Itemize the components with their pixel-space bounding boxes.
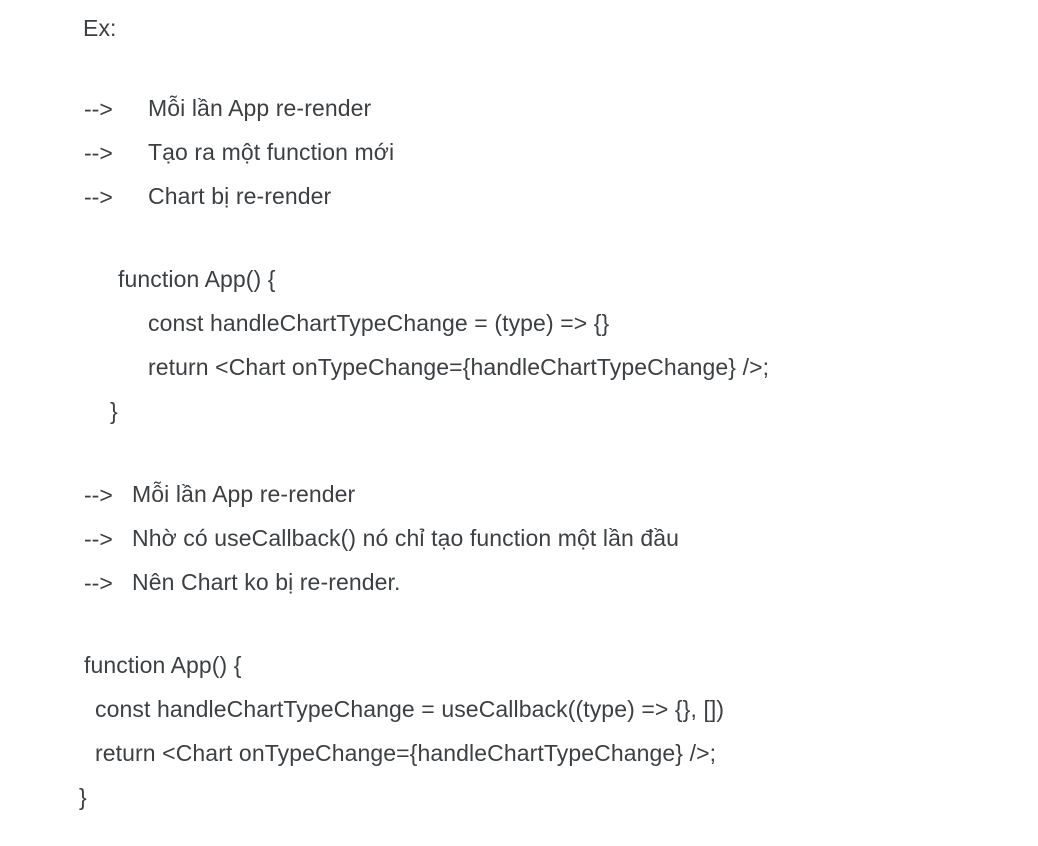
code-line-2-2: const handleChartTypeChange = useCallbac… (95, 696, 725, 722)
bullet-marker-2-2: --> (84, 526, 113, 552)
code-line-1-1: function App() { (118, 266, 276, 292)
code-line-2-4: } (79, 784, 87, 810)
bullet-marker-2-1: --> (84, 482, 113, 508)
code-line-2-3: return <Chart onTypeChange={handleChartT… (95, 740, 717, 766)
bullet-marker-1-2: --> (84, 140, 113, 166)
bullet-marker-2-3: --> (84, 570, 113, 596)
bullet-text-1-2: Tạo ra một function mới (148, 139, 395, 165)
code-line-1-4: } (110, 398, 118, 424)
bullet-text-2-2: Nhờ có useCallback() nó chỉ tạo function… (132, 525, 680, 551)
bullet-marker-1-3: --> (84, 184, 113, 210)
bullet-text-1-3: Chart bị re-render (148, 183, 332, 209)
bullet-text-2-1: Mỗi lần App re-render (132, 481, 356, 507)
bullet-text-2-3: Nên Chart ko bị re-render. (132, 569, 401, 595)
code-line-2-1: function App() { (84, 652, 242, 678)
code-line-1-3: return <Chart onTypeChange={handleChartT… (148, 354, 770, 380)
page-title: Ex: (83, 15, 117, 41)
bullet-text-1-1: Mỗi lần App re-render (148, 95, 372, 121)
bullet-marker-1-1: --> (84, 96, 113, 122)
code-line-1-2: const handleChartTypeChange = (type) => … (148, 310, 610, 336)
